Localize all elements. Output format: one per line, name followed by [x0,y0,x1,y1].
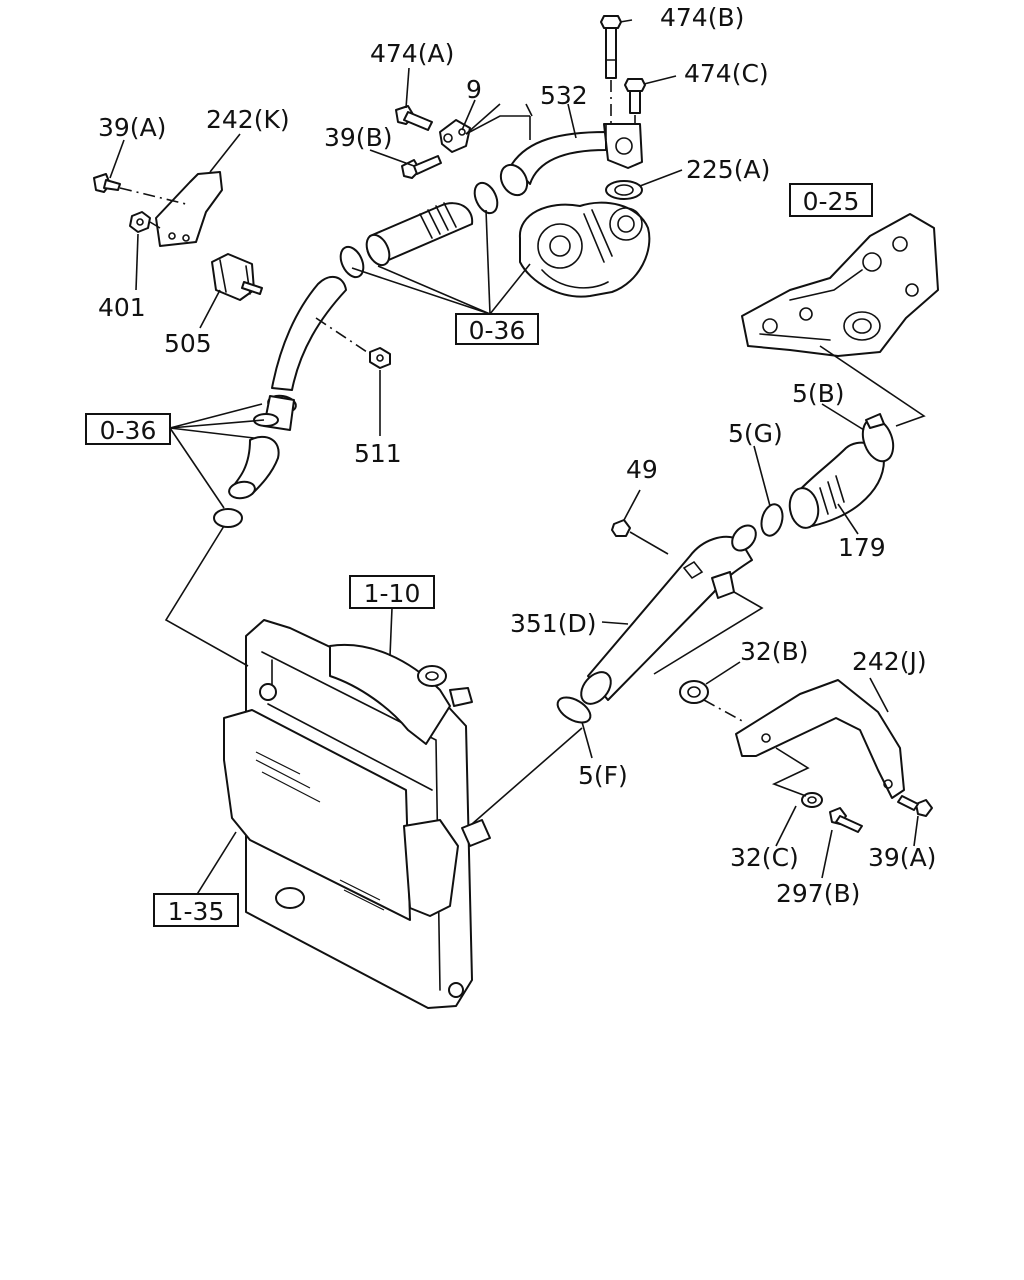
label-32b: 32(B) [740,637,808,666]
label-474a: 474(A) [370,39,454,68]
pipe-351d-drawing [580,524,757,705]
gasket-225a-drawing [605,180,643,200]
label-225a: 225(A) [686,155,770,184]
label-242k: 242(K) [206,105,290,134]
nut-49-drawing [611,519,669,555]
label-5b: 5(B) [792,379,845,408]
nut-511-drawing [315,317,391,369]
reference-0-25-label: 0-25 [803,187,860,216]
label-242j: 242(J) [852,647,927,676]
label-474c: 474(C) [684,59,769,88]
label-351d: 351(D) [510,609,596,638]
clamp-5g-drawing [760,503,784,537]
hose-left-drawing [213,413,280,528]
bolt-474a-drawing [395,105,433,131]
label-474b: 474(B) [660,3,744,32]
hose-upper-drawing [339,181,499,279]
label-179: 179 [838,533,886,562]
washer-32b-drawing [679,680,709,704]
reference-0-36-top-label: 0-36 [469,316,526,345]
reference-0-36-top[interactable]: 0-36 [455,313,539,345]
label-39a-bottom: 39(A) [868,843,936,872]
label-5f: 5(F) [578,761,628,790]
part-labels: 474(B) 474(C) 474(A) 9 532 39(A) 242(K) … [98,3,936,908]
pipe-left-drawing [263,275,347,431]
bolt-474c-drawing [624,78,646,140]
bolt-297b-drawing [829,807,863,833]
intake-manifold-drawing [741,213,939,357]
clamp-5f-drawing [556,696,592,724]
label-32c: 32(C) [730,843,799,872]
label-39b: 39(B) [324,123,392,152]
bolt-39a-top-drawing [93,173,187,205]
clamp-5b-drawing [861,413,895,463]
label-297b: 297(B) [776,879,860,908]
reference-1-35[interactable]: 1-35 [153,893,239,927]
reference-1-10[interactable]: 1-10 [349,575,435,609]
label-511: 511 [354,439,402,468]
label-39a-top: 39(A) [98,113,166,142]
reference-1-10-label: 1-10 [364,579,421,608]
label-9: 9 [466,75,482,104]
hose-179-drawing [788,441,885,529]
bolt-39b-drawing [401,155,442,179]
reference-0-25[interactable]: 0-25 [789,183,873,217]
bolt-39a-bottom-drawing [897,795,933,817]
reference-0-36-left[interactable]: 0-36 [85,413,171,445]
label-532: 532 [540,81,588,110]
bolt-474b-drawing [600,15,622,140]
pipe-532-drawing [499,123,643,197]
turbocharger-drawing [518,201,651,298]
label-505: 505 [164,329,212,358]
reference-0-36-left-label: 0-36 [100,416,157,445]
washer-32c-drawing [801,792,823,808]
bracket-242j-drawing [703,679,905,799]
label-5g: 5(G) [728,419,783,448]
label-49: 49 [626,455,658,484]
leader-lines [109,19,926,897]
radiator-intercooler-drawing [223,619,491,1009]
mount-505-drawing [211,253,263,301]
nut-401-drawing [129,211,161,233]
reference-1-35-label: 1-35 [168,897,225,926]
bracket-242k-drawing [155,171,223,247]
clamp-9-drawing [439,119,471,153]
label-401: 401 [98,293,146,322]
